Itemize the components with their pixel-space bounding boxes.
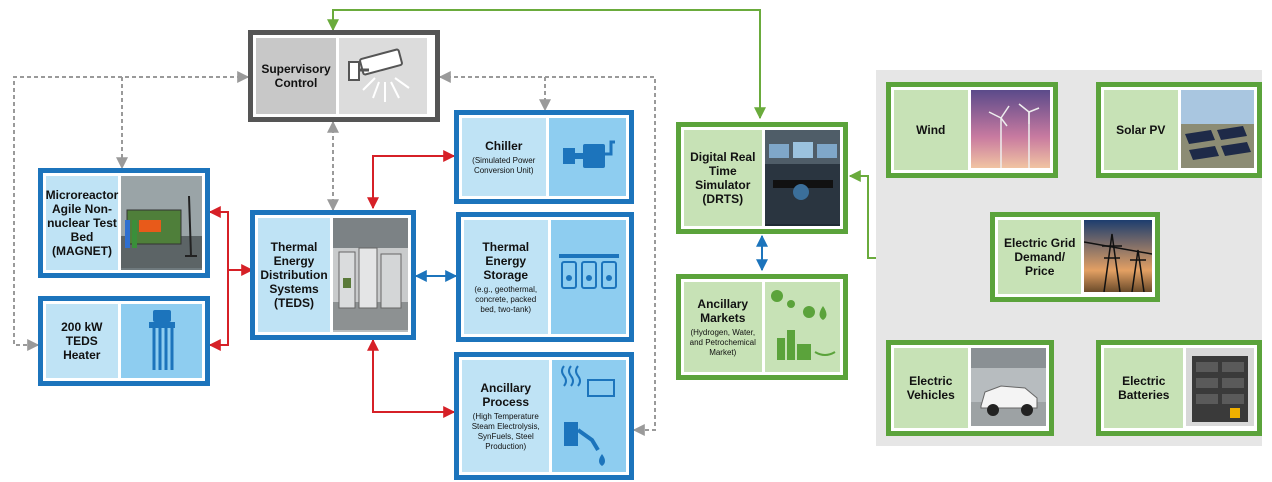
supervisory-control-node: Supervisory Control [248, 30, 440, 122]
security-camera-icon [339, 38, 427, 114]
solar-node: Solar PV [1096, 82, 1262, 178]
ev-photo [970, 348, 1046, 428]
heater-node: 200 kW TEDS Heater [38, 296, 210, 386]
chiller-node: Chiller (Simulated Power Conversion Unit) [454, 110, 634, 204]
link-teds-chiller [367, 150, 456, 210]
markets-node: Ancillary Markets(Hydrogen, Water, and P… [676, 274, 848, 380]
grid-photo [1084, 220, 1152, 294]
heater-title: 200 kW TEDS Heater [61, 320, 103, 362]
batteries-title: Electric Batteries [1118, 374, 1170, 402]
magnet-node: Microreactor Agile Non-nuclear Test Bed … [38, 168, 210, 278]
magnet-photo [121, 176, 202, 270]
markets-subtitle: (Hydrogen, Water, and Petrochemical Mark… [689, 327, 756, 357]
teds-photo [333, 218, 408, 332]
electrolysis-fuel-icon [552, 360, 626, 472]
process-node: Ancillary Process(High Temperature Steam… [454, 352, 634, 480]
storage-title: Thermal Energy Storage [482, 239, 530, 282]
storage-tanks-icon [550, 220, 626, 334]
process-subtitle: (High Temperature Steam Electrolysis, Sy… [471, 411, 540, 451]
link-supervisory-drts [327, 9, 766, 120]
teds-node: Thermal Energy Distribution Systems (TED… [250, 210, 416, 340]
ev-node: Electric Vehicles [886, 340, 1054, 436]
chiller-pump-icon [548, 118, 626, 196]
grid-node: Electric Grid Demand/ Price [990, 212, 1160, 302]
wind-node: Wind [886, 82, 1058, 178]
storage-node: Thermal Energy Storage(e.g., geothermal,… [456, 212, 634, 342]
link-heater-teds [210, 270, 229, 346]
drts-photo [764, 130, 840, 226]
chiller-subtitle: (Simulated Power Conversion Unit) [472, 155, 536, 175]
markets-title: Ancillary Markets [697, 296, 749, 325]
magnet-title: Microreactor Agile Non-nuclear Test Bed … [45, 188, 119, 258]
drts-title: Digital Real Time Simulator (DRTS) [690, 150, 756, 206]
teds-title: Thermal Energy Distribution Systems (TED… [260, 240, 328, 310]
wind-photo [970, 90, 1050, 170]
storage-subtitle: (e.g., geothermal, concrete, packed bed,… [474, 284, 538, 314]
supervisory-title: Supervisory Control [261, 62, 331, 90]
solar-photo [1180, 90, 1254, 170]
batteries-photo [1186, 348, 1254, 428]
heater-element-icon [120, 304, 202, 378]
wind-title: Wind [916, 123, 946, 137]
link-supervisory-left [13, 71, 250, 351]
hydrogen-water-factory-icon [764, 282, 840, 372]
solar-title: Solar PV [1116, 123, 1166, 137]
drts-node: Digital Real Time Simulator (DRTS) [676, 122, 848, 234]
batteries-node: Electric Batteries [1096, 340, 1262, 436]
grid-title: Electric Grid Demand/ Price [1004, 236, 1076, 278]
link-teds-process [367, 338, 456, 418]
ev-title: Electric Vehicles [906, 374, 955, 402]
process-title: Ancillary Process [480, 380, 532, 409]
link-magnet-teds [210, 211, 250, 271]
chiller-title: Chiller [485, 138, 523, 153]
